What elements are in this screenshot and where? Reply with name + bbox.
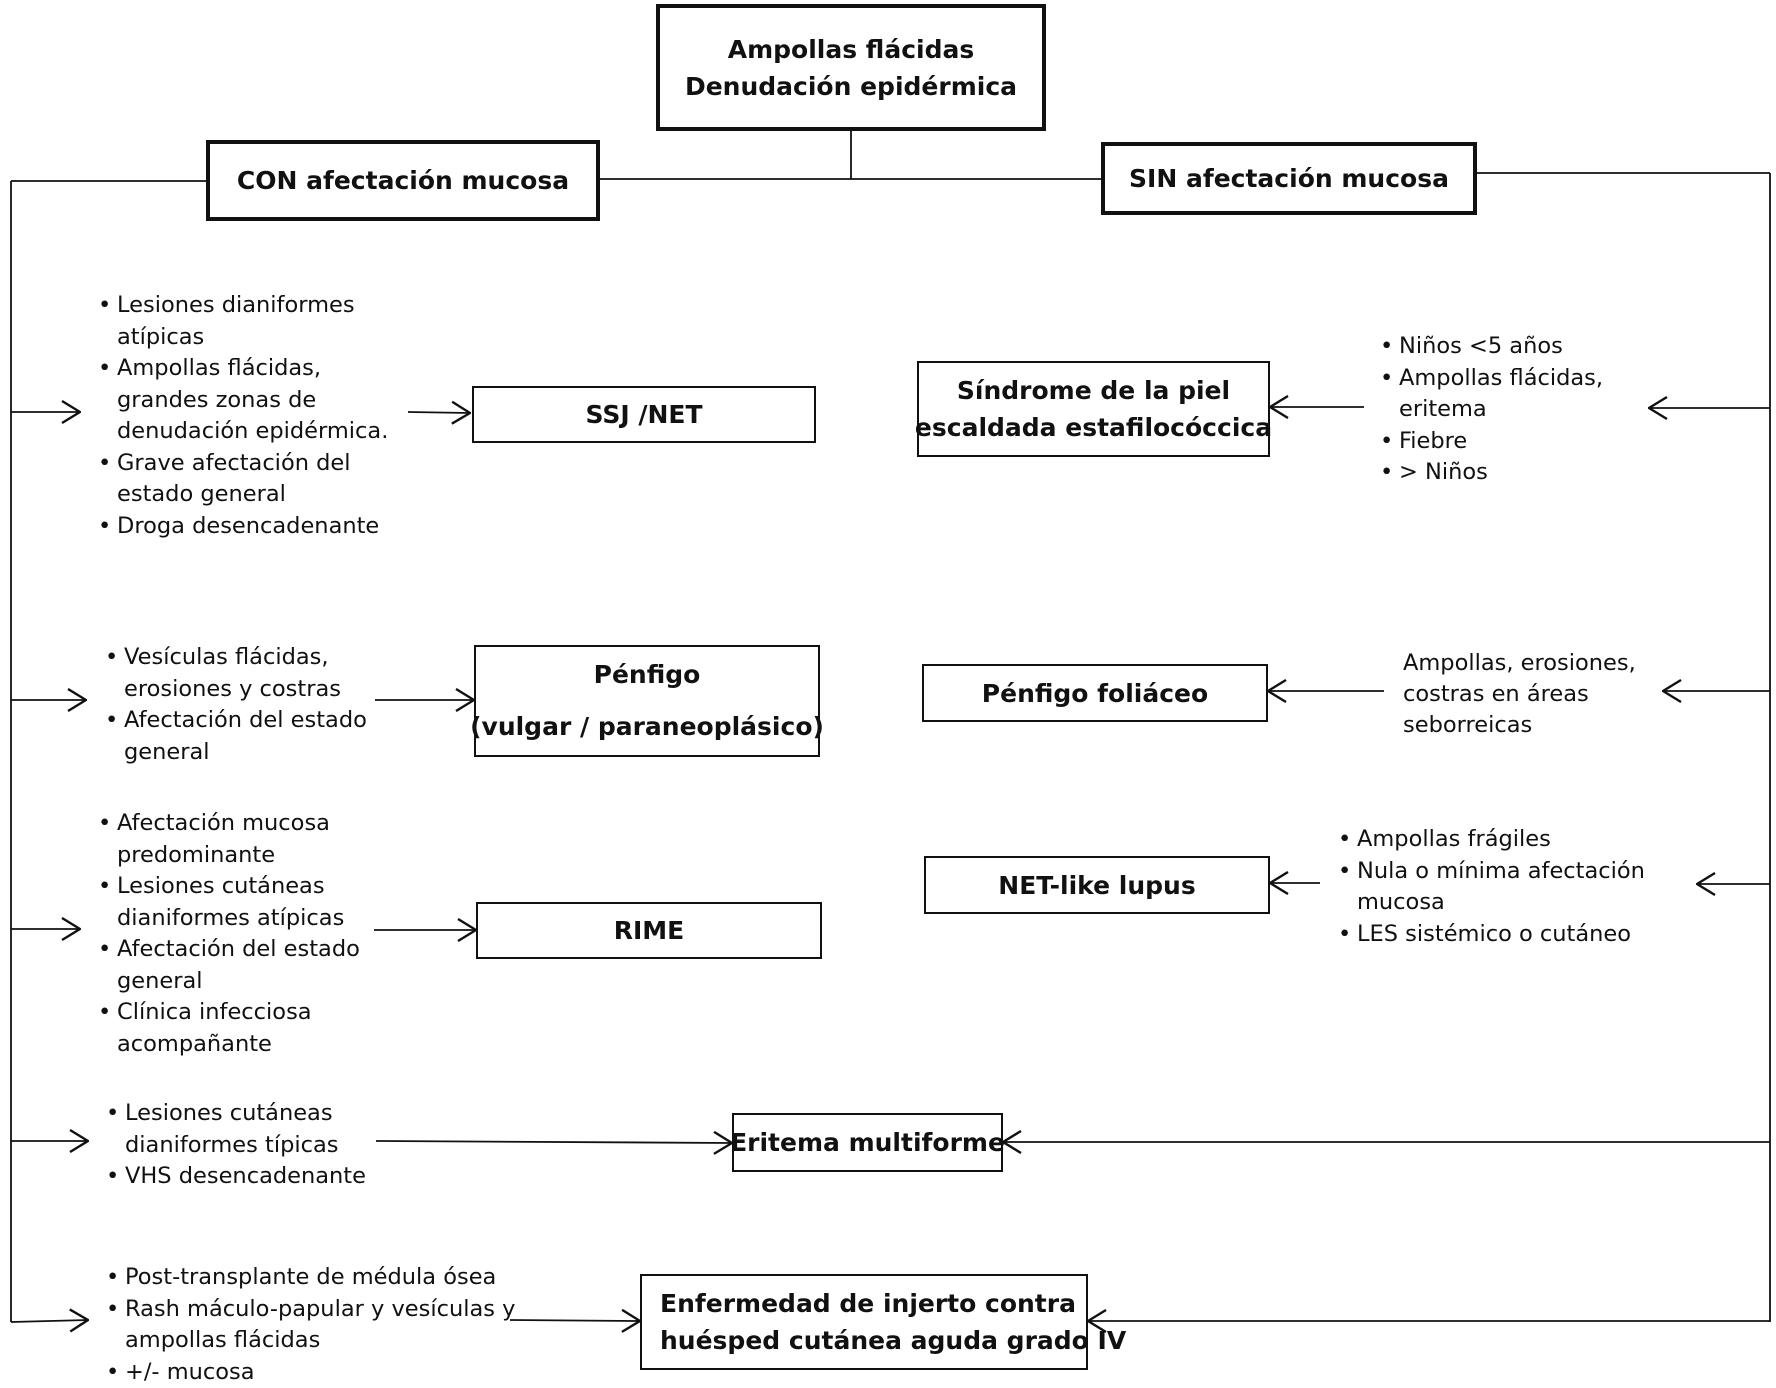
feature-item: LES sistémico o cutáneo (1338, 919, 1645, 951)
feature-list: Ampollas frágiles Nula o mínima afectaci… (1338, 824, 1645, 950)
feature-line: Lesiones dianiformes (117, 290, 388, 322)
feature-list: Lesiones dianiformes atípicas Ampollas f… (98, 290, 388, 542)
feature-item: Vesículas flácidas, erosiones y costras (105, 642, 367, 705)
feature-line: erosiones y costras (124, 674, 367, 706)
feature-item: Lesiones cutáneas dianiformes atípicas (98, 871, 360, 934)
feature-line: Lesiones cutáneas (125, 1098, 366, 1130)
feature-line: +/- mucosa (125, 1357, 515, 1388)
diagnosis-penfigo-foliaceo: Pénfigo foliáceo (922, 664, 1268, 722)
feature-line: Afectación del estado (124, 705, 367, 737)
feature-item: Nula o mínima afectación mucosa (1338, 856, 1645, 919)
feature-item: VHS desencadenante (106, 1161, 366, 1193)
feature-line: atípicas (117, 322, 388, 354)
feature-line: Ampollas frágiles (1357, 824, 1645, 856)
diagnosis-ssss: Síndrome de la piel escaldada estafilocó… (917, 361, 1270, 457)
diagnosis-label: (vulgar / paraneoplásico) (470, 701, 824, 753)
feature-item: Rash máculo-papular y vesículas y ampoll… (106, 1294, 515, 1357)
diagnosis-label: Pénfigo (594, 649, 701, 701)
feature-item: Afectación del estado general (105, 705, 367, 768)
feature-item: Ampollas frágiles (1338, 824, 1645, 856)
feature-list: Vesículas flácidas, erosiones y costras … (105, 642, 367, 768)
feature-text: Ampollas, erosiones, costras en áreas se… (1403, 648, 1636, 741)
feature-line: costras en áreas (1403, 679, 1636, 710)
branch-with-mucosa: CON afectación mucosa (206, 140, 600, 221)
diagnosis-label: NET-like lupus (998, 867, 1195, 904)
feature-list: Niños <5 años Ampollas flácidas, eritema… (1380, 331, 1603, 489)
diagnosis-label: escaldada estafilocóccica (915, 409, 1272, 446)
diagnosis-eritema-multiforme: Eritema multiforme (732, 1113, 1003, 1172)
feature-line: LES sistémico o cutáneo (1357, 919, 1645, 951)
diagnosis-label: huésped cutánea aguda grado IV (660, 1322, 1126, 1359)
feature-line: seborreicas (1403, 710, 1636, 741)
feature-line: dianiformes típicas (125, 1130, 366, 1162)
feature-item: Lesiones dianiformes atípicas (98, 290, 388, 353)
feature-item: Ampollas flácidas, grandes zonas de denu… (98, 353, 388, 448)
diagnosis-label: Eritema multiforme (730, 1124, 1005, 1161)
diagnosis-rime: RIME (476, 902, 822, 959)
feature-line: > Niños (1399, 457, 1603, 489)
feature-line: acompañante (117, 1029, 360, 1061)
diagnosis-label: SSJ /NET (585, 396, 702, 433)
feature-line: estado general (117, 479, 388, 511)
diagnosis-penfigo: Pénfigo (vulgar / paraneoplásico) (474, 645, 820, 757)
feature-line: Rash máculo-papular y vesículas y (125, 1294, 515, 1326)
feature-line: Vesículas flácidas, (124, 642, 367, 674)
feature-item: Afectación del estado general (98, 934, 360, 997)
feature-item: Afectación mucosa predominante (98, 808, 360, 871)
feature-line: grandes zonas de (117, 385, 388, 417)
root-line: Denudación epidérmica (685, 68, 1017, 105)
feature-line: eritema (1399, 394, 1603, 426)
feature-item: Droga desencadenante (98, 511, 388, 543)
feature-line: VHS desencadenante (125, 1161, 366, 1193)
diagnosis-ssj-net: SSJ /NET (472, 386, 816, 443)
diagnosis-label: Enfermedad de injerto contra (660, 1285, 1076, 1322)
feature-line: Fiebre (1399, 426, 1603, 458)
diagnosis-label: RIME (614, 912, 685, 949)
feature-list: Lesiones cutáneas dianiformes típicas VH… (106, 1098, 366, 1193)
feature-item: +/- mucosa (106, 1357, 515, 1388)
feature-line: Lesiones cutáneas (117, 871, 360, 903)
feature-line: general (124, 737, 367, 769)
feature-line: Ampollas flácidas, (1399, 363, 1603, 395)
feature-line: Nula o mínima afectación (1357, 856, 1645, 888)
diagnosis-label: Síndrome de la piel (957, 372, 1230, 409)
diagnosis-eich: Enfermedad de injerto contra huésped cut… (640, 1274, 1088, 1370)
branch-without-mucosa: SIN afectación mucosa (1101, 142, 1477, 215)
feature-item: Niños <5 años (1380, 331, 1603, 363)
feature-item: Lesiones cutáneas dianiformes típicas (106, 1098, 366, 1161)
feature-line: Grave afectación del (117, 448, 388, 480)
feature-item: > Niños (1380, 457, 1603, 489)
feature-line: Niños <5 años (1399, 331, 1603, 363)
feature-line: general (117, 966, 360, 998)
feature-item: Clínica infecciosa acompañante (98, 997, 360, 1060)
feature-line: ampollas flácidas (125, 1325, 515, 1357)
feature-list: Afectación mucosa predominante Lesiones … (98, 808, 360, 1060)
feature-item: Ampollas flácidas, eritema (1380, 363, 1603, 426)
diagnosis-net-like-lupus: NET-like lupus (924, 856, 1270, 914)
root-line: Ampollas flácidas (728, 31, 975, 68)
feature-item: Grave afectación del estado general (98, 448, 388, 511)
feature-line: Afectación mucosa (117, 808, 360, 840)
feature-line: dianiformes atípicas (117, 903, 360, 935)
feature-item: Post-transplante de médula ósea (106, 1262, 515, 1294)
feature-list: Post-transplante de médula ósea Rash mác… (106, 1262, 515, 1388)
feature-line: mucosa (1357, 887, 1645, 919)
feature-line: denudación epidérmica. (117, 416, 388, 448)
feature-line: Afectación del estado (117, 934, 360, 966)
diagnosis-label: Pénfigo foliáceo (982, 675, 1208, 712)
branch-label: SIN afectación mucosa (1129, 160, 1449, 197)
branch-label: CON afectación mucosa (237, 162, 569, 199)
feature-line: predominante (117, 840, 360, 872)
feature-line: Ampollas flácidas, (117, 353, 388, 385)
feature-line: Clínica infecciosa (117, 997, 360, 1029)
root-node: Ampollas flácidas Denudación epidérmica (656, 4, 1046, 131)
feature-item: Fiebre (1380, 426, 1603, 458)
feature-line: Post-transplante de médula ósea (125, 1262, 515, 1294)
feature-line: Ampollas, erosiones, (1403, 648, 1636, 679)
feature-line: Droga desencadenante (117, 511, 388, 543)
